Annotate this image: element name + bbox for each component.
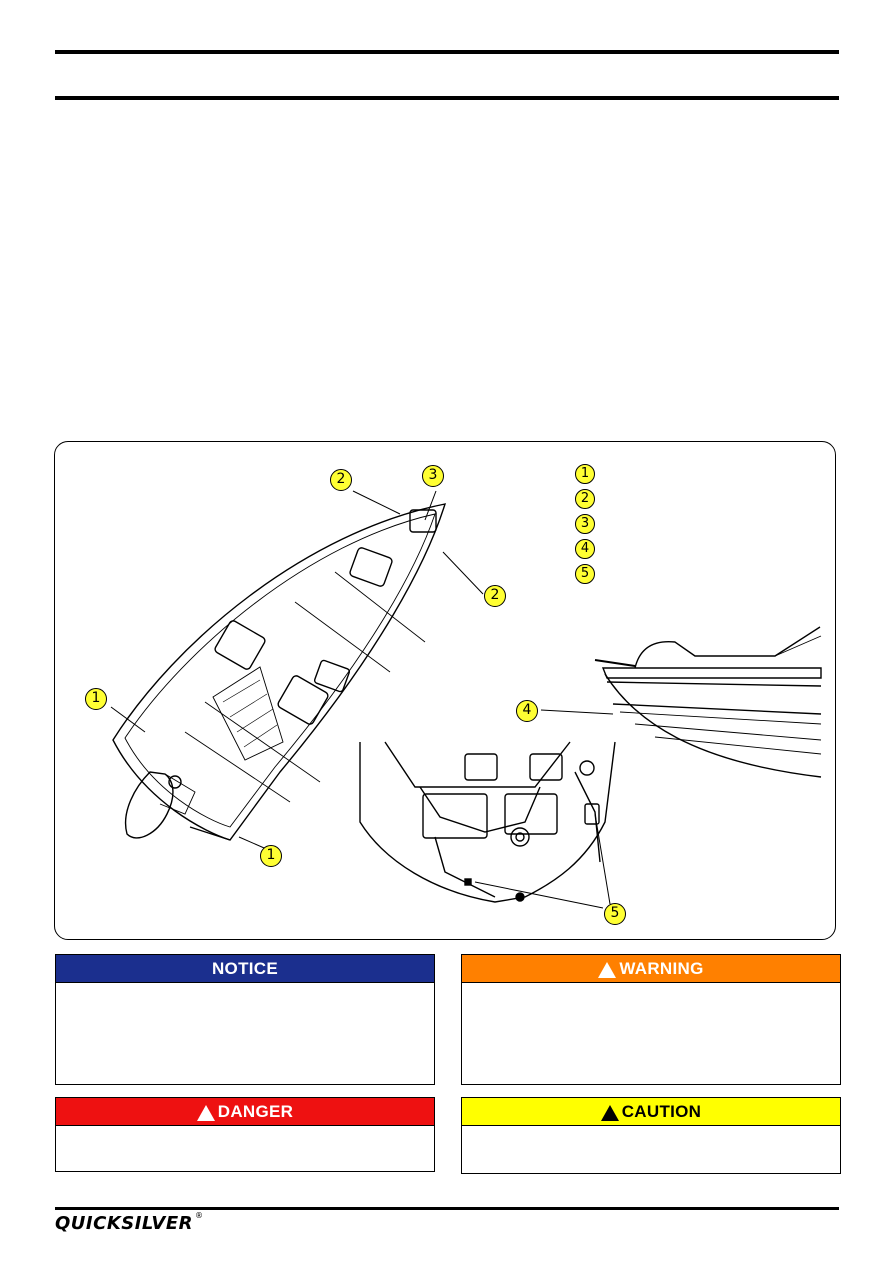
warning-header: WARNING: [462, 955, 840, 983]
warning-label: WARNING: [619, 958, 704, 978]
registered-mark: ®: [195, 1211, 204, 1220]
leader-2-top: [352, 490, 401, 515]
callout-5: 5: [604, 903, 626, 925]
callout-2-top: 2: [330, 469, 352, 491]
callout-3: 3: [422, 465, 444, 487]
footer-rule: [55, 1207, 839, 1210]
notice-label: NOTICE: [211, 958, 279, 978]
legend-item-2: 2: [575, 489, 595, 509]
boat-line-drawing: [110, 490, 822, 909]
legend-callout-3: 3: [575, 514, 595, 534]
danger-label: DANGER: [217, 1101, 294, 1121]
legend-callout-1: 1: [575, 464, 595, 484]
quicksilver-logo: QUICKSILVER®: [55, 1211, 204, 1234]
header-top-rule: [55, 50, 839, 54]
caution-box: CAUTION: [461, 1097, 841, 1174]
brand-name: QUICKSILVER: [55, 1213, 194, 1234]
legend-item-1: 1: [575, 464, 595, 484]
legend-item-4: 4: [575, 539, 595, 559]
warning-box: WARNING: [461, 954, 841, 1085]
callout-2-right: 2: [484, 585, 506, 607]
caution-label: CAUTION: [621, 1101, 702, 1121]
danger-triangle-icon: [196, 1104, 215, 1121]
header-bottom-rule: [55, 96, 839, 100]
danger-header: DANGER: [56, 1098, 434, 1126]
outboard-motor: [125, 771, 174, 839]
danger-box: DANGER: [55, 1097, 435, 1172]
legend-callout-4: 4: [575, 539, 595, 559]
callout-1-left: 1: [85, 688, 107, 710]
caution-triangle-icon: [600, 1104, 619, 1121]
caution-header: CAUTION: [462, 1098, 840, 1126]
legend-callout-5: 5: [575, 564, 595, 584]
danger-body: [56, 1126, 434, 1171]
legend-callout-2: 2: [575, 489, 595, 509]
leader-1-left: [110, 706, 146, 733]
leader-2-right: [442, 551, 484, 595]
hull-top-view-outline: [112, 503, 447, 841]
notice-header: NOTICE: [56, 955, 434, 983]
notice-body: [56, 983, 434, 1084]
caution-body: [462, 1126, 840, 1173]
leader-3: [424, 490, 437, 521]
notice-box: NOTICE: [55, 954, 435, 1085]
hull-side-view: [594, 626, 822, 778]
warning-body: [462, 983, 840, 1084]
stern-rear-view: [359, 741, 616, 903]
boat-diagram-figure: 1 1 2 2 3 4 5 1 2 3 4 5: [54, 441, 836, 940]
legend-item-3: 3: [575, 514, 595, 534]
callout-4: 4: [516, 700, 538, 722]
legend-item-5: 5: [575, 564, 595, 584]
leader-4: [540, 709, 614, 715]
leader-5-left: [474, 881, 604, 909]
warning-triangle-icon: [598, 961, 617, 978]
callout-1-bottom: 1: [260, 845, 282, 867]
leader-5-right: [594, 813, 611, 905]
